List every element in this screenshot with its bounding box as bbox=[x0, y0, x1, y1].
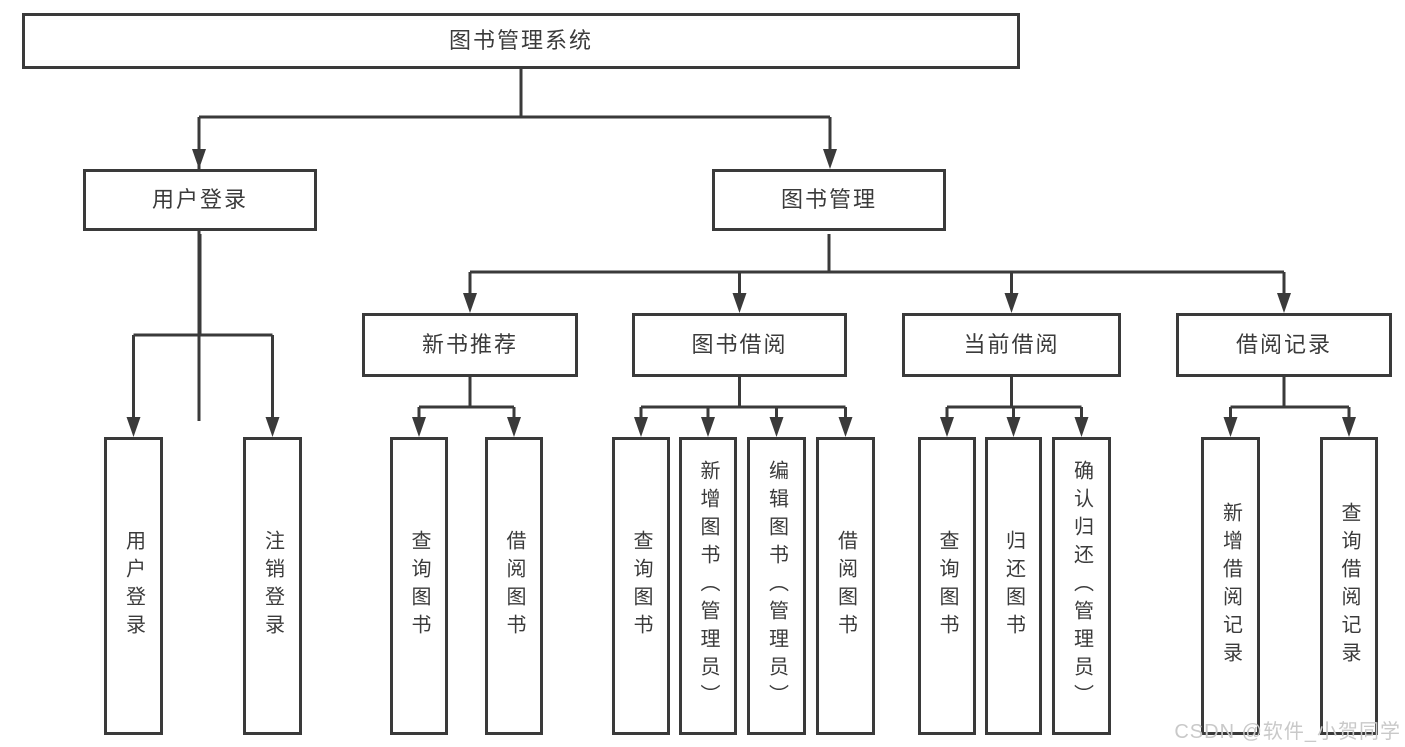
leaf-confirm-return-admin: 确认归还（管理员） bbox=[1052, 437, 1111, 735]
node-book-management: 图书管理 bbox=[712, 169, 946, 231]
leaf-edit-book-admin: 编辑图书（管理员） bbox=[747, 437, 806, 735]
leaf-logout: 注销登录 bbox=[243, 437, 302, 735]
leaf-borrow-book-recommend: 借阅图书 bbox=[485, 437, 543, 735]
node-user-login: 用户登录 bbox=[83, 169, 317, 231]
leaf-borrow-book-label: 借阅图书 bbox=[834, 530, 857, 642]
leaf-user-login: 用户登录 bbox=[104, 437, 163, 735]
connector-arrowheads bbox=[126, 149, 1356, 437]
leaf-borrow-book: 借阅图书 bbox=[816, 437, 875, 735]
leaf-logout-label: 注销登录 bbox=[261, 530, 284, 642]
node-current-borrow-label: 当前借阅 bbox=[963, 331, 1060, 357]
leaf-add-borrow-record-label: 新增借阅记录 bbox=[1219, 502, 1242, 670]
leaf-search-book-recommend-label: 查询图书 bbox=[408, 530, 430, 642]
node-user-login-label: 用户登录 bbox=[151, 186, 248, 212]
watermark: CSDN @软件_小贺同学 bbox=[1174, 721, 1401, 743]
leaf-add-book-admin: 新增图书（管理员） bbox=[679, 437, 737, 735]
node-book-borrow-label: 图书借阅 bbox=[691, 331, 788, 357]
node-current-borrow: 当前借阅 bbox=[902, 313, 1121, 377]
leaf-search-book-borrow-label: 查询图书 bbox=[630, 530, 652, 642]
leaf-search-book-recommend: 查询图书 bbox=[390, 437, 448, 735]
leaf-borrow-book-recommend-label: 借阅图书 bbox=[503, 530, 525, 642]
leaf-edit-book-admin-label: 编辑图书（管理员） bbox=[765, 460, 788, 712]
leaf-add-borrow-record: 新增借阅记录 bbox=[1201, 437, 1260, 735]
node-new-book-recommend: 新书推荐 bbox=[362, 313, 578, 377]
leaf-search-book-current-label: 查询图书 bbox=[936, 530, 958, 642]
leaf-user-login-label: 用户登录 bbox=[122, 530, 145, 642]
node-borrow-records-label: 借阅记录 bbox=[1235, 331, 1332, 357]
leaf-add-book-admin-label: 新增图书（管理员） bbox=[697, 460, 719, 712]
node-borrow-records: 借阅记录 bbox=[1176, 313, 1392, 377]
node-new-book-recommend-label: 新书推荐 bbox=[421, 331, 518, 357]
node-book-borrow: 图书借阅 bbox=[632, 313, 847, 377]
node-book-management-label: 图书管理 bbox=[780, 186, 877, 212]
node-root: 图书管理系统 bbox=[22, 13, 1020, 69]
leaf-search-borrow-record: 查询借阅记录 bbox=[1320, 437, 1378, 735]
connector-lines bbox=[132, 69, 1351, 421]
leaf-return-book: 归还图书 bbox=[985, 437, 1042, 735]
leaf-return-book-label: 归还图书 bbox=[1002, 530, 1025, 642]
leaf-search-book-borrow: 查询图书 bbox=[612, 437, 670, 735]
leaf-confirm-return-admin-label: 确认归还（管理员） bbox=[1070, 460, 1093, 712]
node-root-label: 图书管理系统 bbox=[448, 27, 593, 53]
leaf-search-borrow-record-label: 查询借阅记录 bbox=[1338, 502, 1360, 670]
leaf-search-book-current: 查询图书 bbox=[918, 437, 976, 735]
